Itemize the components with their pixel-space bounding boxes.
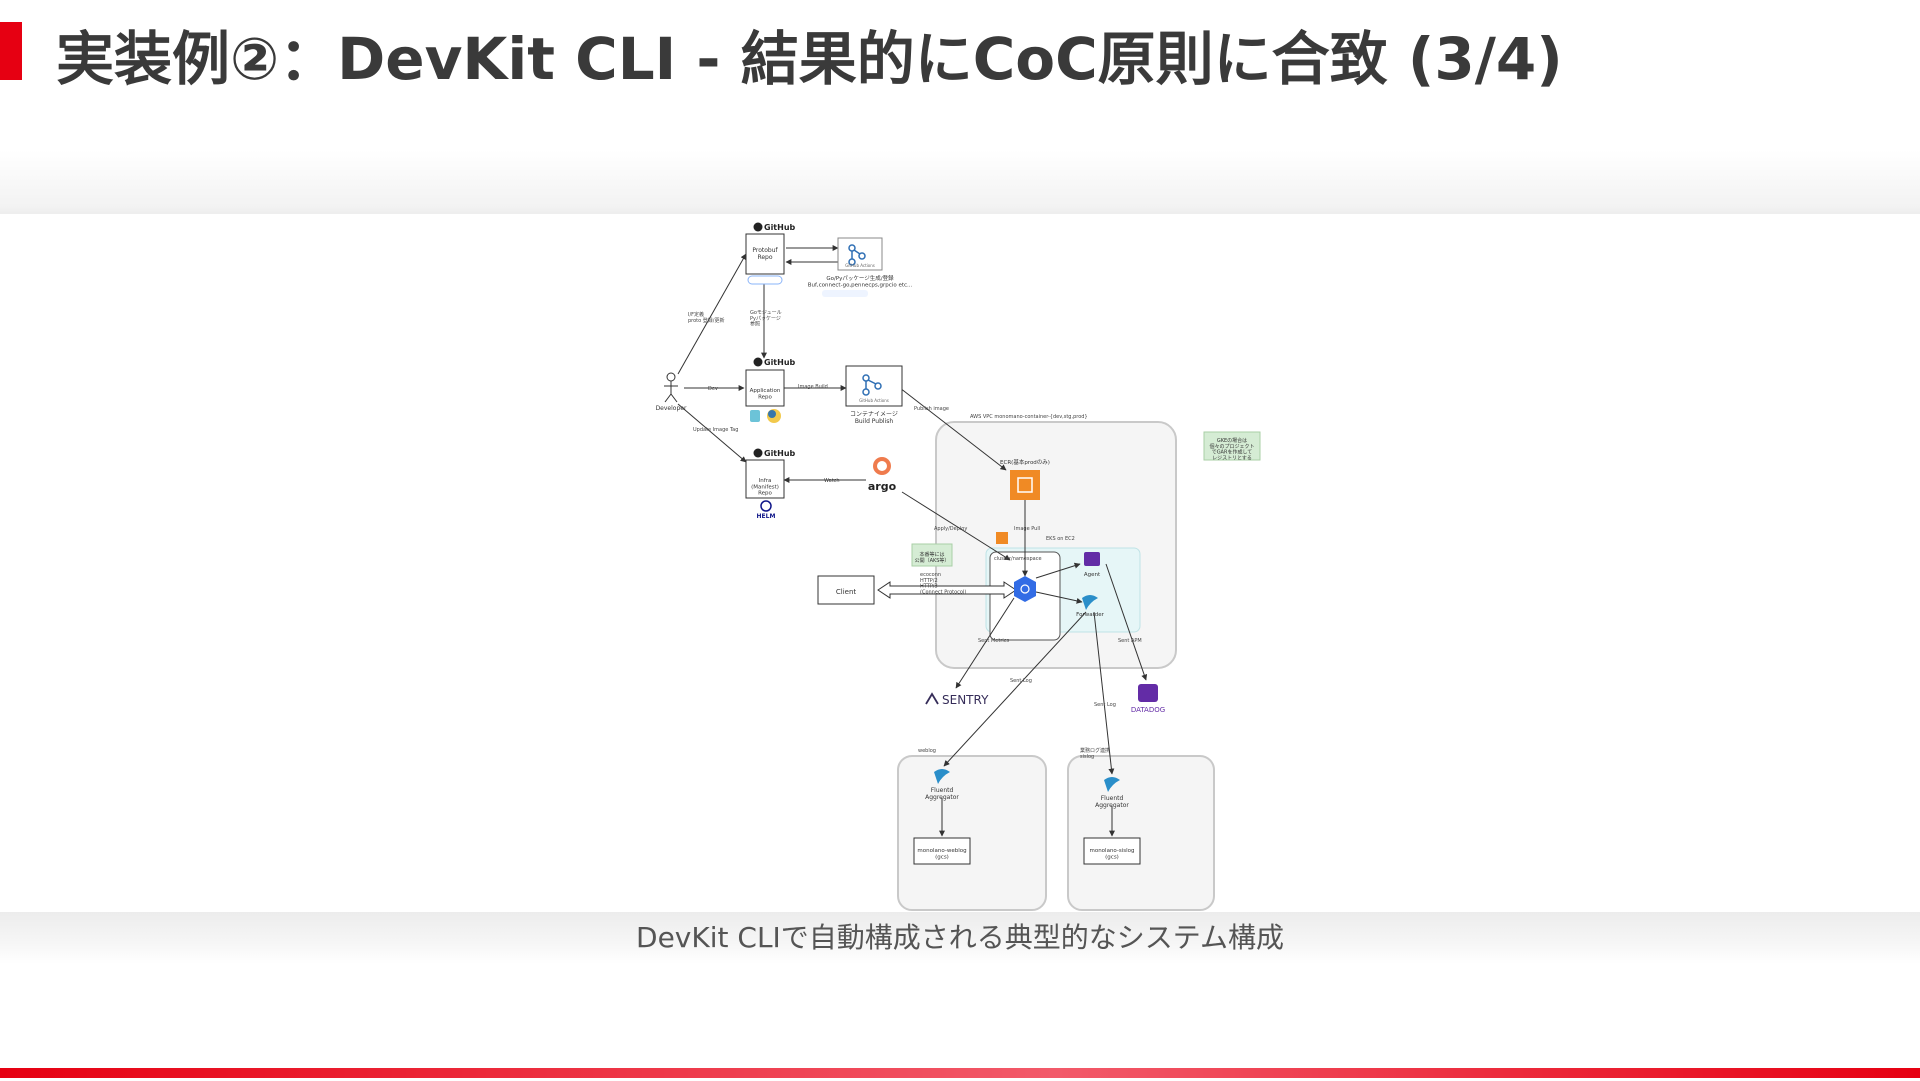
sislog-store [1083, 837, 1141, 865]
svg-text:HELM: HELM [757, 513, 776, 520]
sentry-logo: SENTRY [925, 692, 989, 707]
workflow-icon [848, 244, 866, 266]
svg-text:GitHub: GitHub [764, 223, 796, 232]
workflow-icon [862, 374, 882, 396]
gke-note-text: GKEの場合は個々のプロジェクトでGARを作成してレジストリとする [1209, 437, 1254, 461]
edge-dev-infra [677, 403, 747, 463]
sislog-store-label: monolano-sislog(gcs) [1089, 848, 1134, 860]
go-icon [750, 410, 760, 422]
client-label: Client [836, 588, 857, 596]
buf-badge [747, 275, 783, 285]
label-send-apm: Sent APM [1118, 638, 1142, 644]
label-eks: EKS on EC2 [1046, 536, 1075, 542]
argo-icon: argo [868, 457, 897, 493]
label-image-pull: Image Pull [1014, 526, 1040, 532]
label-send-log: Sent Log [1010, 678, 1032, 684]
edge-pod-agent [1035, 562, 1081, 579]
label-publish-image: Publish image [914, 406, 949, 412]
label-image-build: Image Build [798, 384, 828, 390]
slide-title: 実装例②：DevKit CLI - 結果的にCoC原則に合致 (3/4) [56, 25, 1563, 93]
sdk-badges [822, 290, 868, 297]
developer-label: Developer [656, 405, 687, 412]
label-apply: Apply/Deploy [934, 526, 967, 532]
actions-image-tag: GitHub Actions [859, 398, 889, 403]
ecr-label: ECR(基本prodのみ) [1000, 458, 1050, 466]
developer-icon [664, 372, 678, 403]
actions-image-box [845, 365, 903, 407]
kubernetes-icon [1014, 576, 1036, 602]
aggregator2-box [1067, 755, 1215, 911]
svg-text:argo: argo [868, 480, 897, 493]
edge-pod-sentry [955, 597, 1015, 689]
datadog-agent-icon [1084, 552, 1100, 566]
ecr-icon [1010, 470, 1040, 500]
gke-note [1203, 431, 1261, 461]
github-icon: GitHub [753, 448, 796, 458]
bottom-accent-line [0, 1068, 1920, 1078]
fluentd-aggregator-icon [1104, 777, 1120, 792]
diagram-top-shadow [0, 150, 1920, 216]
infra-repo-label: Infra(Manifest)Repo [751, 478, 779, 497]
github-icon: GitHub [753, 357, 796, 367]
public-note [911, 543, 953, 567]
forwarder-label: Forwarder [1076, 612, 1105, 618]
weblog-store-label: monolano-weblog(gcs) [917, 848, 966, 860]
fluentd-forwarder-icon [1082, 595, 1098, 610]
edge-pod-forwarder [1035, 591, 1083, 604]
helm-icon: HELM [757, 500, 776, 520]
github-icon: GitHub [753, 222, 796, 232]
edge-forwarder-agg1 [943, 611, 1087, 767]
label-watch: Watch [824, 478, 840, 484]
label-send-metrics: Sent Metrics [978, 638, 1010, 644]
actions-package-tag: GitHub Actions [845, 263, 875, 268]
edge-actions2-ecr [899, 387, 1007, 471]
edge-argo-pod [901, 491, 1011, 561]
label-dev: Dev [708, 386, 718, 392]
label-update-tag: Update Image Tag [693, 427, 738, 433]
label-weblog: weblog [918, 748, 936, 754]
diagram-caption: DevKit CLIで自動構成される典型的なシステム構成 [636, 921, 1284, 954]
diagram-bottom-shadow [0, 912, 1920, 964]
agent-label: Agent [1084, 572, 1101, 578]
label-cluster-ns: cluster/namespace [994, 556, 1042, 562]
python-icon-inner [768, 410, 776, 418]
svg-text:SENTRY: SENTRY [942, 693, 989, 707]
public-note-text: 本番等には公開（AKS等） [915, 551, 950, 564]
aggregator1-box [897, 755, 1047, 911]
svg-text:GitHub: GitHub [764, 449, 796, 458]
label-vpc: AWS VPC monomano-container-{dev,stg,prod… [970, 414, 1088, 420]
client-box [817, 575, 875, 605]
infra-repo [745, 459, 785, 499]
app-repo [745, 369, 785, 407]
svg-text:GitHub: GitHub [764, 358, 796, 367]
title-accent-bar [0, 22, 22, 80]
svg-text:DATADOG: DATADOG [1131, 706, 1165, 714]
edge-forwarder-agg2 [1093, 611, 1115, 775]
fluentd-aggregator-icon [934, 769, 950, 784]
label-send-log-2: Sent Log [1094, 702, 1116, 708]
ecr-icon-glyph [1017, 477, 1033, 493]
edge-agent-datadog [1105, 563, 1148, 681]
edge-dev-protobuf [677, 253, 747, 375]
datadog-logo: DATADOG [1131, 684, 1165, 714]
ec2-icon [996, 532, 1008, 544]
weblog-store [913, 837, 971, 865]
protobuf-repo [745, 233, 785, 275]
